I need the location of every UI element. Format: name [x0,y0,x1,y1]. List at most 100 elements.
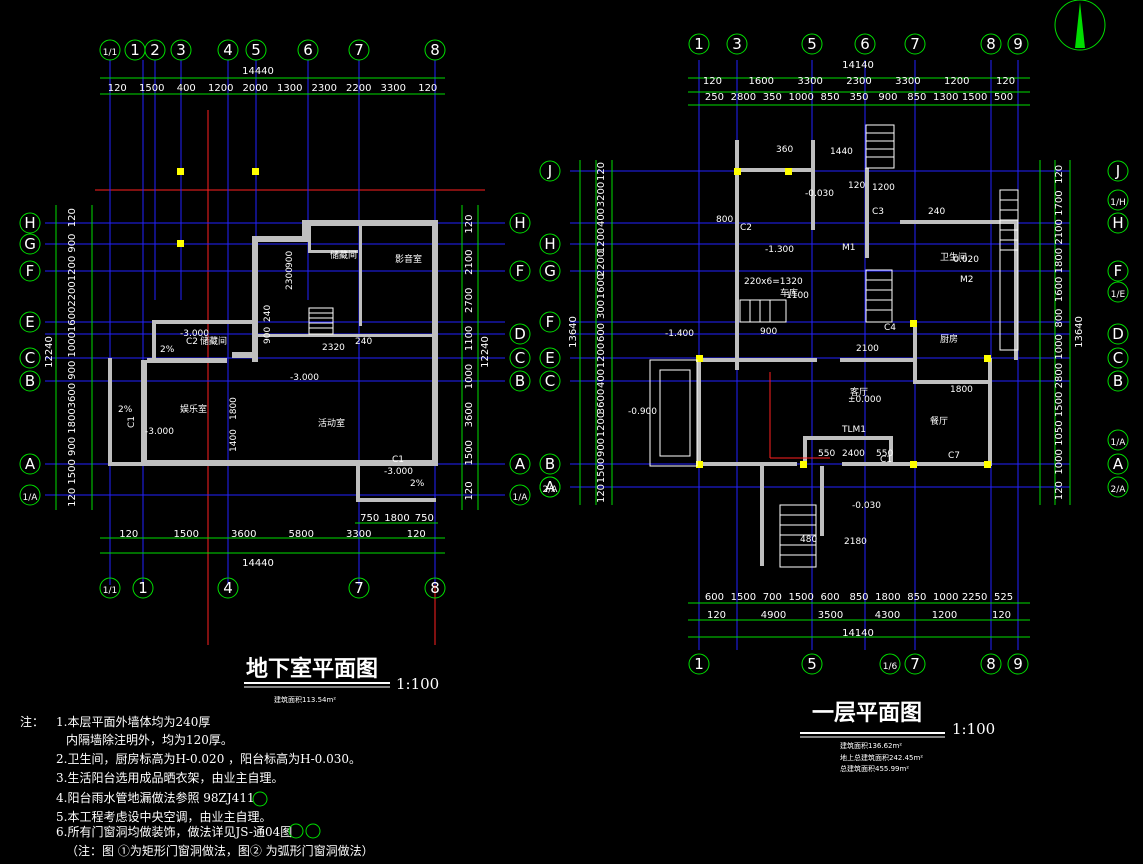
axis-bubble [19,370,41,392]
axis-bubble [424,577,446,599]
axis-label: F [546,313,555,331]
dimension-text: 1000 [1054,334,1065,359]
axis-bubble [424,39,446,61]
axis-bubble [688,33,710,55]
dimension-text: 800 [1054,309,1065,328]
dimension-text: 900 [67,361,78,380]
dimension-text: 120 [996,76,1015,87]
dimension-text: 400 [177,83,196,94]
axis-label: 3 [176,41,186,59]
dimension-text: 1200 [208,83,233,94]
axis-bubble [1007,33,1029,55]
dimension-text: 1600 [596,274,607,299]
dimension-text: 600 [821,592,840,603]
ground-area-line: 建筑面积136.62m² [840,741,902,750]
dimension-text: 120 [108,83,127,94]
dimension-text: 120 [67,488,78,507]
dimension-text: 350 [849,92,868,103]
dimension-text: 3300 [346,529,371,540]
dimension-text: 3600 [464,402,475,427]
ground-title: 一层平面图 [812,700,922,726]
annotation-label: 1440 [830,147,853,157]
axis-bubble [688,653,710,675]
axis-label: 2 [150,41,160,59]
basement-stair [308,307,334,335]
axis-bubble [509,347,531,369]
axis-label: 1/1 [103,586,117,596]
axis-bubble [297,39,319,61]
notes-heading: 注： [20,714,44,729]
annotation-label: 800 [716,215,733,225]
annotation-label: C1 [880,455,892,465]
dimension-text: 2300 [846,76,871,87]
dimension-text: 900 [878,92,897,103]
axis-bubble [509,323,531,345]
dimension-text: 3300 [895,76,920,87]
axis-label: 8 [430,579,440,597]
room-label: 餐厅 [930,415,948,427]
right-total-dimension: 12240 [480,336,491,368]
dimension-text: 1000 [788,92,813,103]
detail-callout-icon [288,823,304,839]
axis-bubble [539,311,561,333]
room-label: 车库 [780,287,798,299]
annotation-label: 1800 [950,385,973,395]
bottom-total-dimension: 14140 [842,628,874,639]
axis-bubble [132,577,154,599]
axis-label: 1/A [23,493,39,503]
annotation-label: -0.030 [852,501,881,511]
elevation-label: -3.000 [180,329,209,339]
dimension-text: 1800 [1054,248,1065,273]
dimension-text: 3200 [596,182,607,207]
annotation-label: ±0.000 [848,395,882,405]
axis-bubble [99,39,121,61]
dimension-text: 600 [596,323,607,342]
axis-bubble [1107,347,1129,369]
axis-bubble [801,653,823,675]
axis-label: 6 [860,35,870,53]
annotation-label: C2 [740,223,752,233]
axis-label: H [544,235,555,253]
axis-bubble [1107,453,1129,475]
axis-label: 1/6 [883,662,898,672]
dimension-text: 1500 [67,459,78,484]
dimension-text: 4900 [761,610,786,621]
axis-bubble [19,484,41,506]
dimension-text: 1100 [464,326,475,351]
dimension-text: 4300 [875,610,900,621]
note-item: 3.生活阳台选用成品晒衣架，由业主自理。 [56,770,283,785]
axis-bubble [19,260,41,282]
dimension-text: 300 [596,300,607,319]
dimension-text: 1200 [596,343,607,368]
dimension-text: 3500 [818,610,843,621]
dimension-text: 3300 [797,76,822,87]
axis-bubble [539,453,561,475]
dim-label: 2320 [322,343,345,353]
note-item: 5.本工程考虑设中央空调，由业主自理。 [56,809,271,824]
window-tag: C1 [392,455,404,465]
axis-bubble [801,33,823,55]
dimension-text: 1300 [933,92,958,103]
axis-label: E [545,349,554,367]
axis-label: 8 [430,41,440,59]
basement-title: 地下室平面图 [246,656,378,682]
ground-scale: 1:100 [952,720,995,738]
dimension-text: 1200 [596,228,607,253]
dimension-text: 120 [1054,165,1065,184]
annotation-label: 2100 [856,344,879,354]
axis-bubble [509,370,531,392]
detail-callout-icon [252,791,268,807]
axis-label: F [26,262,35,280]
axis-label: 5 [251,41,261,59]
axis-label: J [547,162,552,180]
axis-bubble [1107,189,1129,211]
annotation-label: C7 [948,451,960,461]
axis-label: G [24,235,36,253]
axis-label: C [545,372,555,390]
dimension-text: 1000 [933,592,958,603]
axis-bubble [348,577,370,599]
